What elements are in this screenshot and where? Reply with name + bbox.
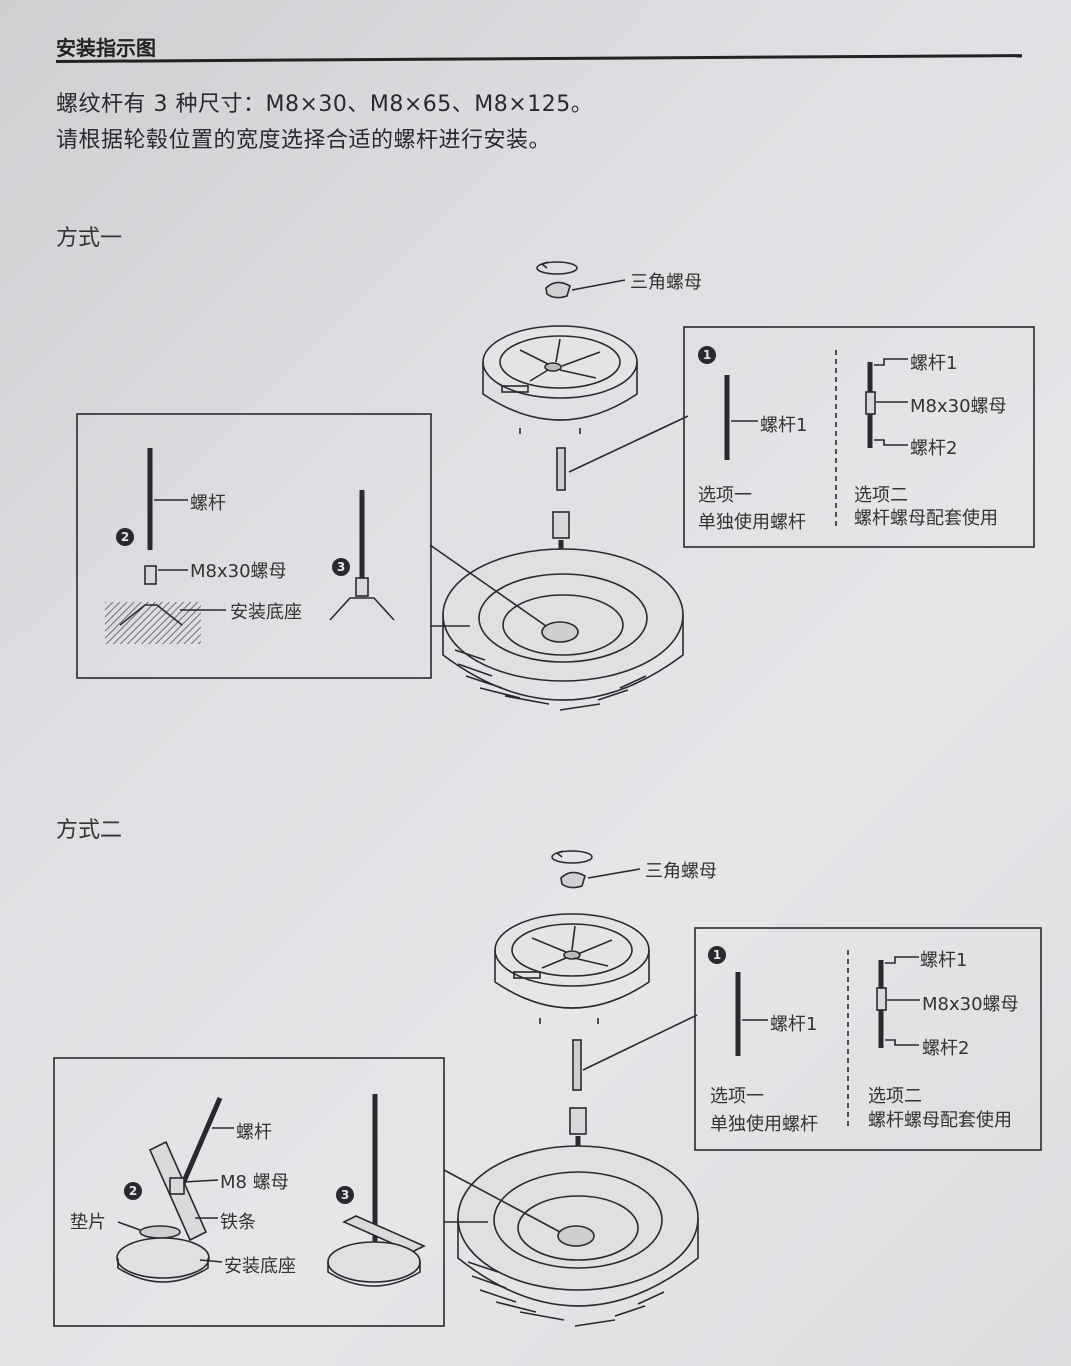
m2-base-box [53,1057,445,1327]
m2-opt1-desc: 单独使用螺杆 [710,1114,818,1135]
m1-base-nut-icon [144,565,157,585]
m2-rotate-arrow-icon [551,850,593,864]
m1-opt1-title: 选项一 [698,485,752,506]
m2-opt2-nut-label: M8x30螺母 [922,994,1019,1015]
m2-base-nut-label: M8 螺母 [220,1172,289,1193]
m2-triangle-nut-icon [560,871,586,889]
m2-tire-icon [457,1145,699,1327]
m2-opt2-title: 选项二 [868,1086,922,1107]
m2-nut-label: 三角螺母 [645,861,717,882]
m1-opt1-rod-label: 螺杆1 [760,415,808,436]
m1-base-bracket-icon [119,604,183,626]
m2-hub-cover-icon [494,913,650,1024]
m2-opt2-rod2-label: 螺杆2 [922,1038,970,1059]
m1-opt2-desc: 螺杆螺母配套使用 [854,508,998,529]
m1-nut-label: 三角螺母 [630,272,702,293]
m2-step2-number: 2 [124,1182,142,1200]
m1-opt2-rod1-label: 螺杆1 [910,353,958,374]
m2-opt2-desc: 螺杆螺母配套使用 [868,1110,1012,1131]
intro-line-2: 请根据轮毂位置的宽度选择合适的螺杆进行安装。 [56,128,552,153]
m1-opt2-title: 选项二 [854,485,908,506]
m1-opt2-nut-label: M8x30螺母 [910,396,1007,417]
method1-title: 方式一 [56,226,123,251]
m2-step3-number: 3 [336,1186,354,1204]
m2-base-label: 安装底座 [224,1256,296,1277]
m1-step2-number: 2 [116,528,134,546]
m2-base-rod-label: 螺杆 [236,1122,272,1143]
m1-base-rod-label: 螺杆 [190,493,226,514]
m1-opt2-rod2-label: 螺杆2 [910,438,958,459]
m1-base-hatch [105,602,201,644]
m1-step3-number: 3 [332,558,350,576]
m1-hub-cover-icon [482,325,638,434]
m2-opt1-number: 1 [708,946,726,964]
m2-opt2-rod-icon [876,960,887,1048]
m1-options-box [683,326,1035,548]
m2-options-box [694,927,1042,1151]
m1-step3-rod-icon [329,490,395,621]
m2-strip-label: 铁条 [220,1212,256,1233]
m2-opt1-title: 选项一 [710,1086,764,1107]
m1-triangle-nut-icon [545,281,571,299]
m1-opt1-number: 1 [698,346,716,364]
page-heading: 安装指示图 [56,36,156,60]
m2-opt2-rod1-label: 螺杆1 [920,950,968,971]
m2-opt1-rod-label: 螺杆1 [770,1014,818,1035]
intro-line-1: 螺纹杆有 3 种尺寸：M8×30、M8×65、M8×125。 [56,92,594,117]
m1-base-label: 安装底座 [230,602,302,623]
m2-pad-label: 垫片 [70,1212,106,1233]
m1-rotate-arrow-icon [536,261,578,275]
m1-opt2-rod-icon [865,362,876,448]
m1-opt1-desc: 单独使用螺杆 [698,512,806,533]
m1-tire-icon [442,548,684,711]
m2-step2-assembly-icon [116,1097,223,1283]
m1-base-nut-label: M8x30螺母 [190,561,287,582]
method2-title: 方式二 [56,818,123,843]
m2-step3-assembly-icon [327,1094,426,1287]
